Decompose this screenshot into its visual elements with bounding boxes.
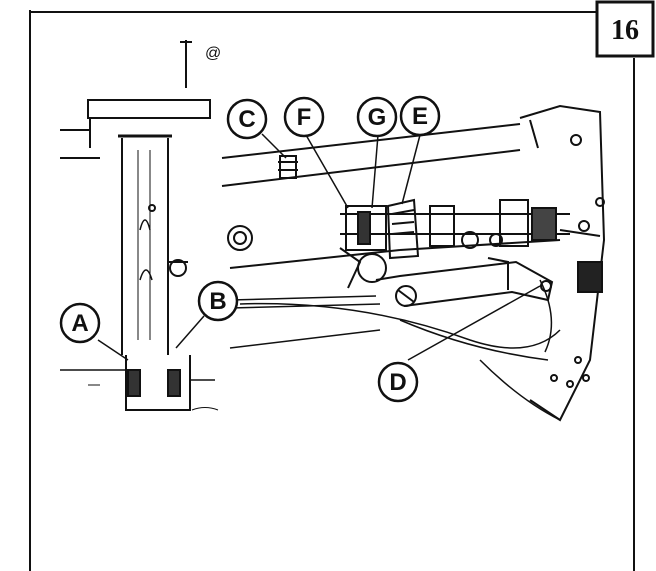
svg-text:@: @ bbox=[205, 45, 221, 62]
page-frame bbox=[29, 10, 635, 571]
callout-a-label: A bbox=[71, 310, 88, 337]
needle-bar-view: @ bbox=[60, 40, 221, 411]
callout-d-label: D bbox=[389, 369, 406, 396]
callout-g-label: G bbox=[368, 104, 387, 131]
callout-a: A bbox=[59, 302, 101, 344]
callout-e: E bbox=[399, 95, 441, 137]
callout-c-label: C bbox=[238, 106, 255, 133]
callout-g: G bbox=[356, 96, 398, 138]
page-number-box: 16 bbox=[595, 0, 655, 58]
callout-c: C bbox=[226, 98, 268, 140]
page-number: 16 bbox=[611, 15, 639, 46]
callout-f: F bbox=[283, 96, 325, 138]
callout-e-label: E bbox=[412, 103, 428, 130]
machine-head-view bbox=[221, 104, 606, 422]
callout-d: D bbox=[377, 361, 419, 403]
callout-b: B bbox=[197, 280, 239, 322]
callout-f-label: F bbox=[297, 104, 312, 131]
callout-b-label: B bbox=[209, 288, 226, 315]
